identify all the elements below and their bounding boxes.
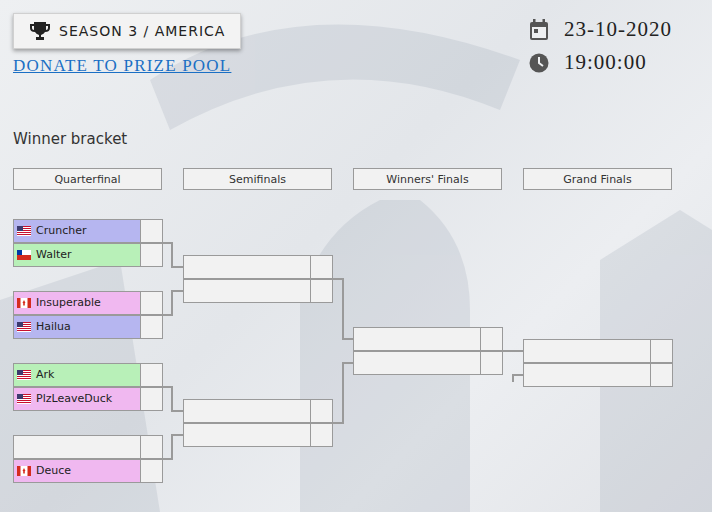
event-time: 19:00:00 (564, 50, 647, 75)
button-label: SEASON 3 / AMERICA (59, 23, 225, 39)
calendar-icon (529, 19, 549, 41)
score-box (140, 315, 163, 339)
score-box (140, 243, 163, 267)
empty-slot (183, 255, 311, 279)
bracket-line (162, 291, 183, 315)
player-slot: Hailua (13, 315, 141, 339)
flag-icon (17, 298, 31, 308)
empty-slot (353, 351, 481, 375)
empty-slot (183, 399, 311, 423)
flag-icon (17, 394, 31, 404)
player-slot: Deuce (13, 459, 141, 483)
flag-icon (17, 370, 31, 380)
flag-icon (17, 250, 31, 260)
empty-slot (523, 363, 651, 387)
score-box (140, 219, 163, 243)
score-box (310, 279, 333, 303)
flag-icon (17, 322, 31, 332)
bracket-line (513, 375, 523, 382)
empty-slot (183, 279, 311, 303)
score-box (650, 363, 673, 387)
score-box (480, 327, 503, 351)
player-name: Hailua (36, 320, 71, 333)
empty-slot (183, 423, 311, 447)
empty-slot (523, 339, 651, 363)
player-name: Walter (36, 248, 72, 261)
score-box (140, 459, 163, 483)
round-header: Winners' Finals (353, 168, 502, 190)
score-box (140, 291, 163, 315)
trophy-icon (30, 21, 50, 41)
score-box (480, 351, 503, 375)
score-box (650, 339, 673, 363)
season-button: SEASON 3 / AMERICA (13, 13, 241, 49)
flag-icon (17, 226, 31, 236)
player-name: Insuperable (36, 296, 101, 309)
bracket-line (502, 350, 523, 352)
score-box (310, 423, 333, 447)
bracket-line (162, 243, 183, 267)
section-title: Winner bracket (13, 130, 127, 148)
round-header: Grand Finals (523, 168, 672, 190)
player-slot: Cruncher (13, 219, 141, 243)
bracket-line (162, 387, 183, 411)
header-label: Grand Finals (563, 173, 631, 186)
score-box (310, 255, 333, 279)
player-slot: Ark (13, 363, 141, 387)
empty-slot (353, 327, 481, 351)
player-slot: Walter (13, 243, 141, 267)
header-label: Quarterfinal (54, 173, 120, 186)
round-header: Semifinals (183, 168, 332, 190)
score-box (140, 387, 163, 411)
player-slot: PlzLeaveDuck (13, 387, 141, 411)
flag-icon (17, 466, 31, 476)
score-box (140, 363, 163, 387)
bracket-line (162, 435, 183, 459)
player-name: Cruncher (36, 224, 86, 237)
donate-link: DONATE TO PRIZE POOL (13, 56, 231, 76)
bracket-line (332, 279, 353, 339)
event-date: 23-10-2020 (564, 17, 672, 42)
round-header: Quarterfinal (13, 168, 162, 190)
player-name: PlzLeaveDuck (36, 392, 112, 405)
header-label: Semifinals (229, 173, 286, 186)
score-box (310, 399, 333, 423)
bracket-line (332, 363, 353, 423)
clock-icon (529, 53, 549, 73)
player-slot: Insuperable (13, 291, 141, 315)
empty-slot (13, 435, 141, 459)
player-name: Deuce (36, 464, 71, 477)
player-name: Ark (36, 368, 54, 381)
header-label: Winners' Finals (386, 173, 468, 186)
score-box (140, 435, 163, 459)
